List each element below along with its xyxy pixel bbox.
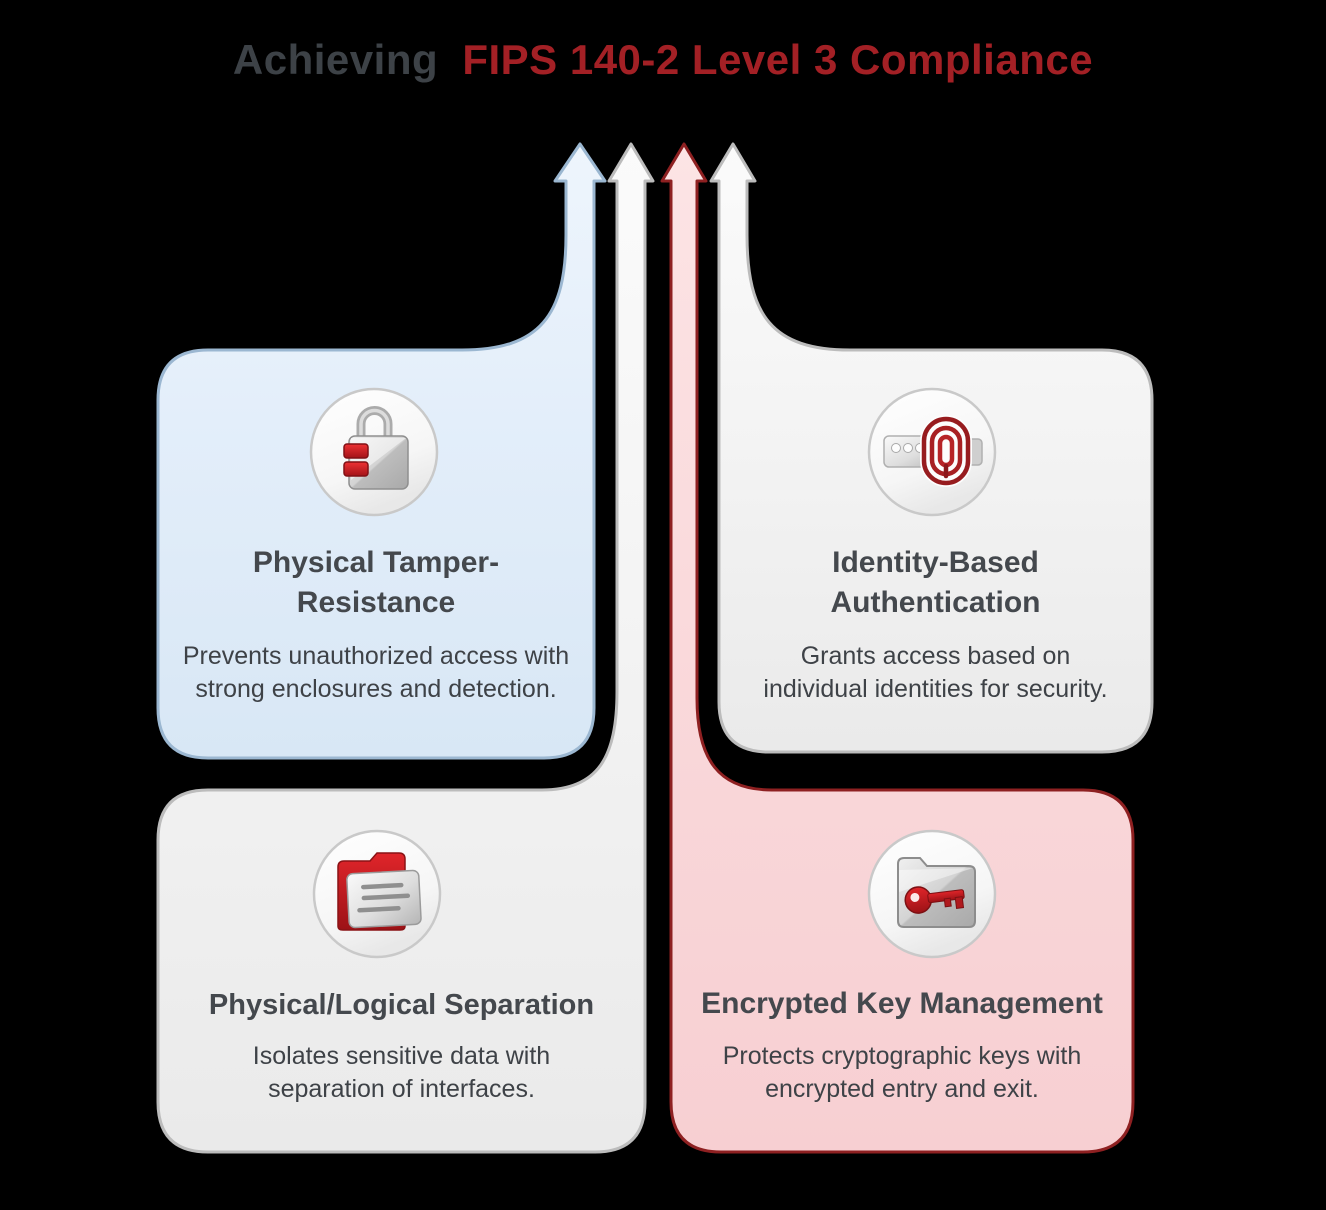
field-dot	[903, 443, 913, 453]
card-title-physical-tamper: Physical Tamper- Resistance	[158, 543, 594, 623]
fingerprint-icon	[883, 415, 983, 487]
key-icon	[897, 857, 976, 928]
card-desc-line: encrypted entry and exit.	[765, 1075, 1039, 1103]
card-title-line: Physical/Logical Separation	[208, 989, 595, 1021]
key-tooth	[954, 896, 965, 910]
lock-red-indicator	[343, 443, 369, 459]
card-title-line: Resistance	[296, 586, 456, 619]
document-line	[357, 906, 401, 913]
card-desc-line: strong enclosures and detection.	[195, 675, 557, 703]
key-folder-sheen	[899, 868, 973, 892]
card-title-identity-auth: Identity-Based Authentication	[719, 543, 1152, 623]
lock-shackle-sheen	[359, 408, 390, 440]
card-desc-line: separation of interfaces.	[268, 1075, 535, 1103]
key-tooth	[943, 897, 952, 908]
card-desc-encrypted-key: Protects cryptographic keys with encrypt…	[676, 1040, 1128, 1106]
lock-red-indicator	[343, 461, 369, 477]
page-title-highlight: FIPS 140-2 Level 3 Compliance	[462, 36, 1094, 83]
card-title-physical-logical: Physical/Logical Separation	[158, 985, 645, 1025]
card-desc-line: individual identities for security.	[763, 675, 1108, 703]
folder-icon	[337, 852, 422, 931]
card-title-line: Physical Tamper-	[252, 546, 500, 579]
card-desc-line: Protects cryptographic keys with	[722, 1042, 1082, 1070]
document-line	[361, 882, 404, 890]
document-line	[361, 893, 411, 901]
card-title-line: Authentication	[830, 586, 1041, 619]
field-dot	[891, 443, 901, 453]
card-title-line: Identity-Based	[832, 546, 1039, 579]
card-desc-line: Grants access based on	[800, 642, 1071, 670]
card-shape-physical-logical	[156, 142, 655, 1154]
card-desc-physical-logical: Isolates sensitive data with separation …	[163, 1040, 640, 1106]
card-desc-line: Isolates sensitive data with	[252, 1042, 551, 1070]
card-title-line: Encrypted Key Management	[701, 987, 1103, 1020]
card-shape-encrypted-key	[660, 142, 1135, 1154]
card-desc-line: Prevents unauthorized access with	[182, 642, 570, 670]
key-bow-hole	[910, 892, 920, 902]
page-title: Achieving FIPS 140-2 Level 3 Compliance	[0, 36, 1326, 84]
card-desc-physical-tamper: Prevents unauthorized access with strong…	[163, 640, 589, 706]
card-desc-identity-auth: Grants access based on individual identi…	[724, 640, 1147, 706]
fingerprint-ridge-outer	[921, 416, 971, 486]
card-title-encrypted-key: Encrypted Key Management	[671, 984, 1133, 1024]
page-title-dark: Achieving	[232, 36, 439, 83]
lock-icon	[343, 406, 409, 490]
